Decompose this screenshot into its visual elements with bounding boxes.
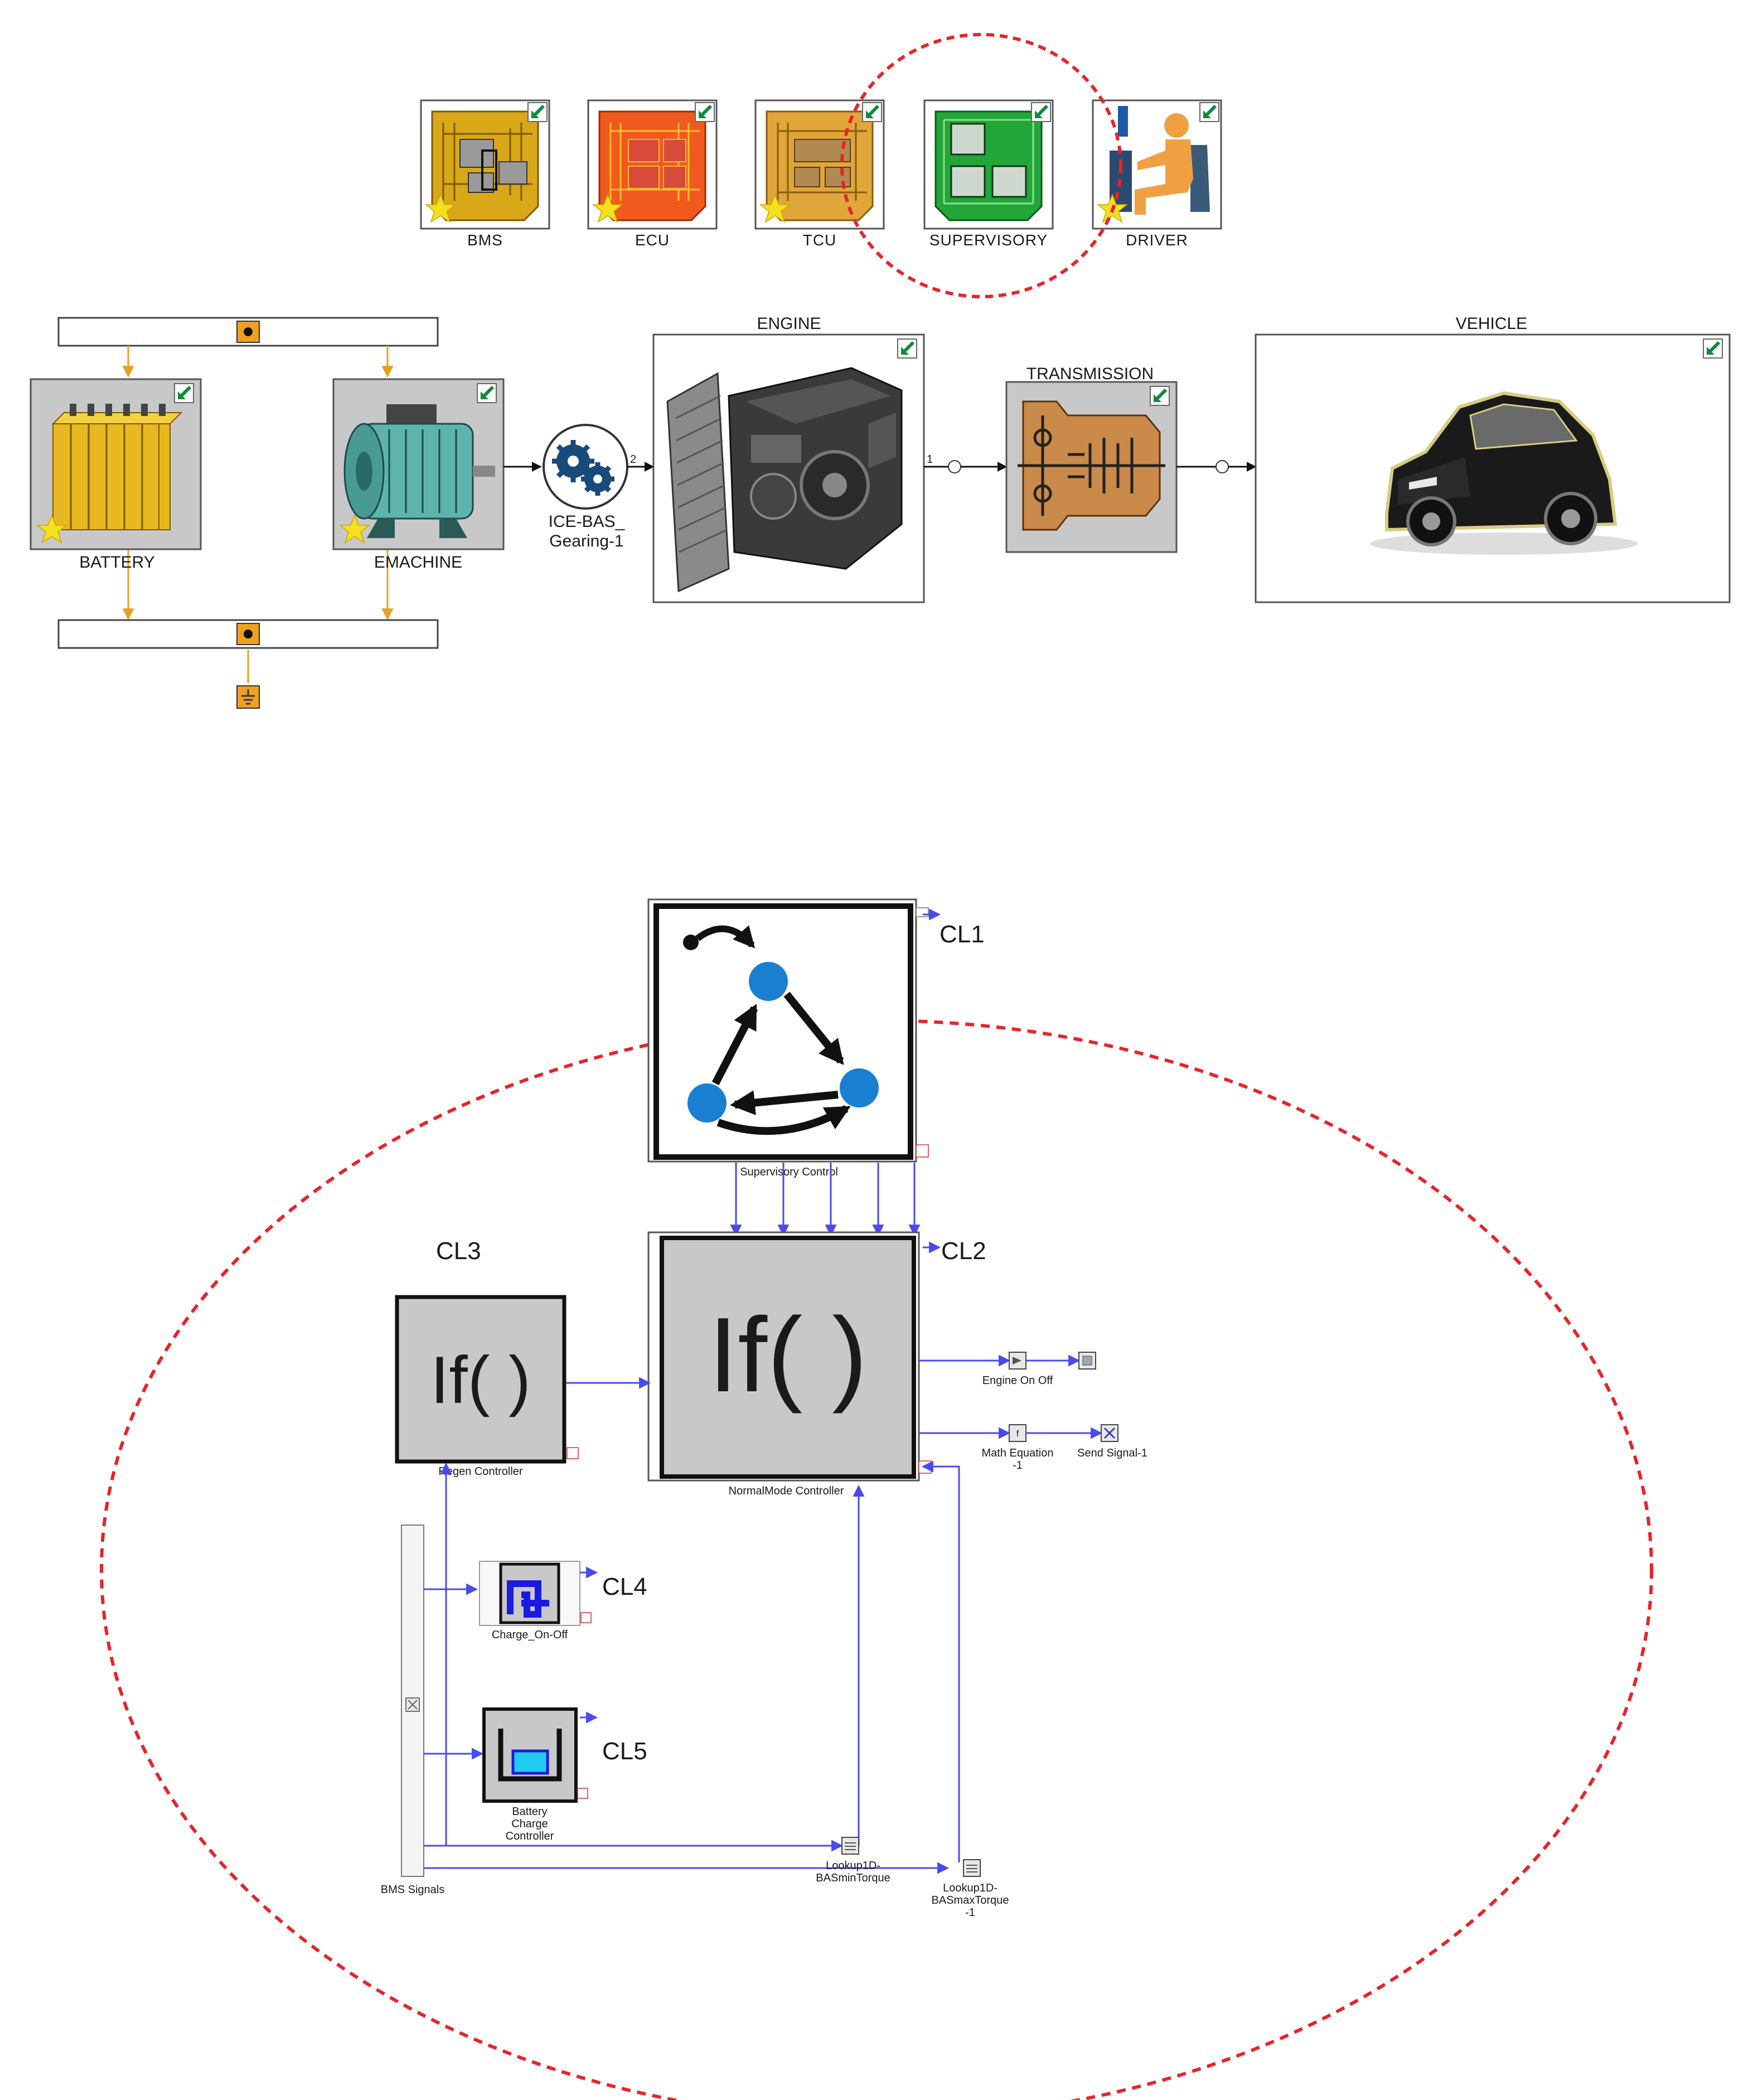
bms-label: BMS (467, 231, 503, 249)
ecu-icon-labels: BMS ECU TCU SUPERVISORY DRIVER (467, 231, 1188, 249)
math-equation-block[interactable]: f (1009, 1424, 1026, 1442)
transmission-block[interactable] (1005, 381, 1178, 553)
lookup-max-label-1: Lookup1D- (943, 1882, 997, 1894)
engine-on-off-block[interactable] (1009, 1352, 1026, 1370)
engine-on-off-sink[interactable] (1078, 1352, 1096, 1370)
battery-charge-label-3: Controller (506, 1830, 554, 1842)
battery-charge-label-1: Battery (512, 1806, 547, 1818)
lookup-min-label-2: BASminTorque (816, 1872, 890, 1884)
engine-on-off-label: Engine On Off (982, 1375, 1053, 1387)
emachine-block[interactable] (332, 378, 505, 550)
supervisory-label: SUPERVISORY (929, 231, 1048, 249)
regen-controller-block[interactable]: If( ) (395, 1295, 579, 1464)
supervisory-highlight-circle (840, 33, 1122, 298)
battery-charge-label-2: Charge (511, 1818, 548, 1830)
state-node-top (749, 962, 788, 1001)
control-detail-highlight-circle (100, 1019, 1653, 2100)
gearing-label-2: Gearing-1 (549, 532, 623, 550)
normal-mode-if-text: If( ) (709, 1296, 868, 1414)
driver-label: DRIVER (1126, 231, 1188, 249)
ground-icon (236, 685, 260, 709)
engine-label: ENGINE (757, 314, 821, 333)
regen-if-text: If( ) (430, 1343, 531, 1417)
lookup-min-label-1: Lookup1D- (826, 1860, 880, 1872)
battery-label: BATTERY (79, 553, 155, 572)
lookup-max-torque-block[interactable] (963, 1859, 981, 1877)
normal-mode-controller-label: NormalMode Controller (729, 1485, 844, 1497)
cl2-label: CL2 (941, 1237, 986, 1265)
lookup-max-label-2: BASmaxTorque (932, 1894, 1009, 1907)
cl1-label: CL1 (940, 921, 985, 948)
charge-on-off-block[interactable] (479, 1561, 592, 1626)
bms-signals-label: BMS Signals (381, 1884, 445, 1896)
lookup-max-label-3: -1 (965, 1907, 975, 1919)
regen-controller-label: Regen Controller (438, 1465, 523, 1478)
bus-wires (122, 346, 394, 683)
supervisory-output-wires (730, 1163, 921, 1237)
emachine-label: EMACHINE (374, 553, 462, 572)
ecu-module-icon[interactable] (587, 99, 718, 230)
supervisory-icon[interactable] (923, 99, 1054, 230)
ecu-label: ECU (635, 231, 670, 249)
normal-mode-output-wires (919, 1354, 1103, 1439)
supervisory-control-block[interactable] (647, 898, 929, 1163)
engine-block[interactable] (652, 333, 925, 603)
battery-block[interactable] (30, 378, 202, 550)
normal-mode-controller-block[interactable]: If( ) (647, 1231, 932, 1482)
math-equation-label-1: Math Equation (982, 1447, 1054, 1459)
electrical-bus-bottom (57, 619, 439, 649)
cl5-label: CL5 (602, 1738, 647, 1765)
port-label-2: 2 (630, 453, 636, 466)
state-node-right (840, 1068, 879, 1107)
electrical-bus-top (57, 317, 439, 347)
tcu-label: TCU (803, 231, 837, 249)
port-label-1: 1 (927, 453, 933, 466)
send-signal-label: Send Signal-1 (1077, 1447, 1147, 1459)
lookup-min-torque-block[interactable] (841, 1837, 859, 1855)
ecu-icon-row (420, 99, 1222, 230)
bms-icon[interactable] (420, 99, 550, 230)
charge-on-off-label: Charge_On-Off (492, 1629, 568, 1641)
tcu-icon[interactable] (754, 99, 885, 230)
bms-signals-bus[interactable] (401, 1525, 424, 1877)
cl3-label: CL3 (436, 1237, 481, 1265)
math-equation-glyph: f (1016, 1429, 1019, 1439)
cl4-label: CL4 (602, 1573, 647, 1600)
transmission-label: TRANSMISSION (1026, 365, 1154, 383)
send-signal-block[interactable] (1101, 1424, 1118, 1442)
bms-signal-wires (424, 1460, 960, 1874)
battery-charge-controller-block[interactable] (482, 1707, 588, 1803)
supervisory-control-label: Supervisory Control (740, 1166, 838, 1178)
math-equation-label-2: -1 (1013, 1459, 1023, 1472)
gearing-block[interactable] (543, 424, 628, 510)
vehicle-block[interactable] (1255, 333, 1731, 603)
gearing-label-1: ICE-BAS_ (549, 512, 626, 531)
state-node-left (687, 1083, 727, 1122)
vehicle-label: VEHICLE (1456, 314, 1527, 333)
